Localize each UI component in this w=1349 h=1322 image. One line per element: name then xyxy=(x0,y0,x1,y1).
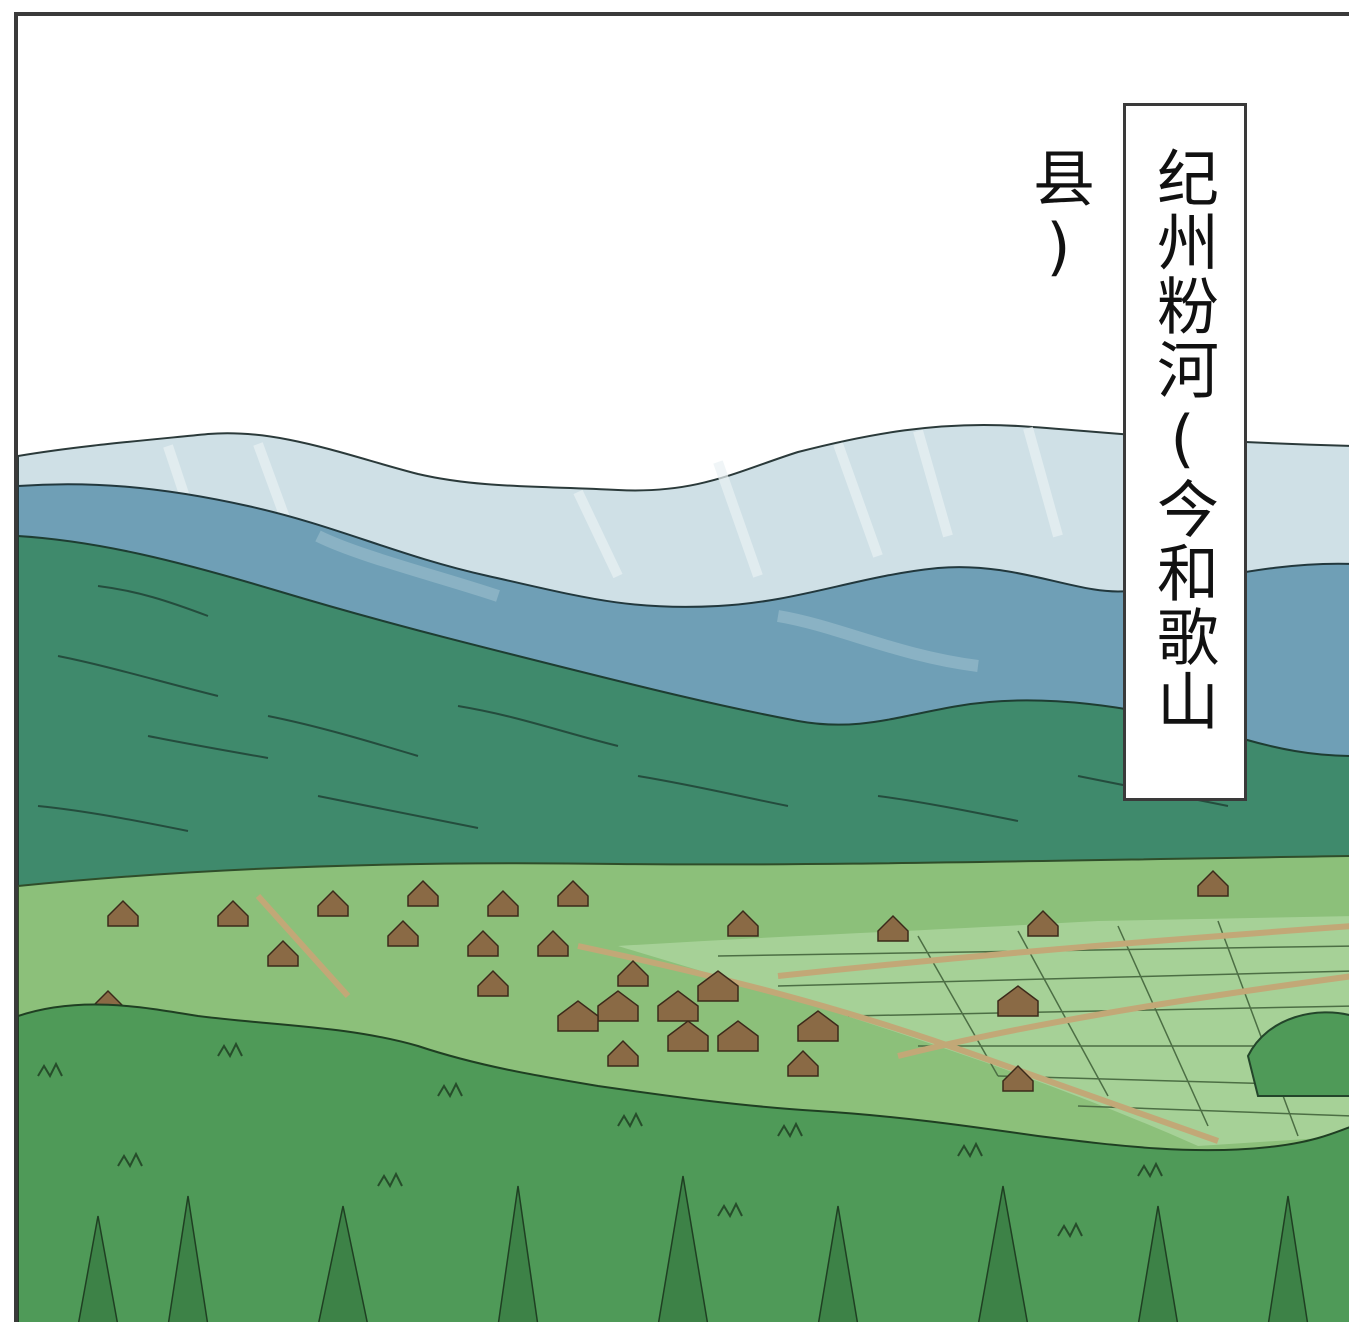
location-caption: 纪州粉河(今和歌山县) xyxy=(1022,146,1219,733)
landscape-illustration xyxy=(18,423,1349,1322)
location-caption-box: 纪州粉河(今和歌山县) xyxy=(1022,103,1247,801)
manga-panel: 纪州粉河(今和歌山县) xyxy=(14,12,1349,1322)
